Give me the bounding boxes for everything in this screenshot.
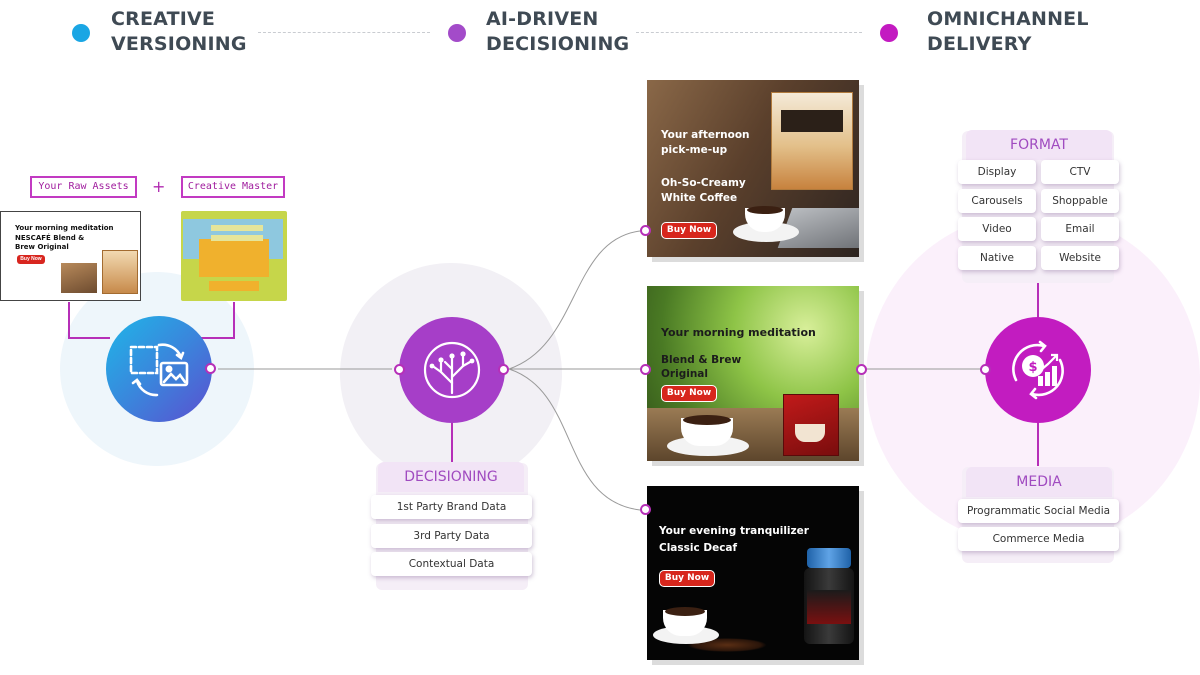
raw-ad-headline: Your morning meditation bbox=[15, 224, 114, 232]
format-item: Video bbox=[958, 217, 1036, 241]
raw-ad-product-line: NESCAFÉ Blend & bbox=[15, 234, 85, 242]
stage-title-line: AI-DRIVEN bbox=[486, 8, 599, 30]
ad-product: Original bbox=[661, 368, 708, 380]
media-item: Programmatic Social Media bbox=[958, 499, 1119, 523]
ad-1-input-port bbox=[640, 225, 651, 236]
template-block bbox=[199, 239, 269, 277]
pack-cup-print bbox=[795, 424, 825, 442]
decisioning-data-item: 1st Party Brand Data bbox=[371, 495, 532, 519]
decisioning-input-port bbox=[394, 364, 405, 375]
format-item: Display bbox=[958, 160, 1036, 184]
raw-asset-ad: Your morning meditation NESCAFÉ Blend & … bbox=[0, 211, 141, 301]
ad-2-output-port bbox=[856, 364, 867, 375]
saucer-image bbox=[733, 222, 799, 242]
ad-3-input-port bbox=[640, 504, 651, 515]
delivery-hub: $ bbox=[980, 317, 1091, 423]
stage-title: OMNICHANNEL DELIVERY bbox=[927, 7, 1117, 57]
stage-title-line: CREATIVE bbox=[111, 8, 216, 30]
ad-headline: pick-me-up bbox=[661, 144, 728, 156]
stage-title-line: VERSIONING bbox=[111, 33, 247, 55]
raw-ad-buy-button: Buy Now bbox=[17, 255, 45, 264]
stage-dot-blue bbox=[72, 24, 90, 42]
stage-title-line: DELIVERY bbox=[927, 33, 1032, 55]
raw-assets-label: Your Raw Assets bbox=[30, 176, 137, 198]
versioning-output-port bbox=[205, 363, 216, 374]
ad-creative-afternoon: Your afternoon pick-me-up Oh-So-Creamy W… bbox=[647, 80, 859, 257]
stage-title-line: DECISIONING bbox=[486, 33, 630, 55]
versioning-hub bbox=[106, 316, 216, 422]
ad-product: White Coffee bbox=[661, 192, 738, 204]
buy-now-button: Buy Now bbox=[661, 222, 717, 239]
template-block bbox=[211, 235, 263, 241]
decisioning-output-port bbox=[498, 364, 509, 375]
pack-band bbox=[781, 110, 843, 132]
product-pack-image bbox=[771, 92, 853, 190]
branch-to-ad-1 bbox=[508, 230, 641, 370]
stage-dot-purple bbox=[448, 24, 466, 42]
ad-product: Classic Decaf bbox=[659, 542, 738, 554]
decisioning-hub bbox=[394, 317, 509, 423]
stage-title-line: OMNICHANNEL bbox=[927, 8, 1089, 30]
template-block bbox=[211, 225, 263, 231]
coffee-surface bbox=[747, 206, 783, 214]
format-item: Website bbox=[1041, 246, 1119, 270]
creative-master-label: Creative Master bbox=[181, 176, 285, 198]
format-item: Email bbox=[1041, 217, 1119, 241]
format-item: CTV bbox=[1041, 160, 1119, 184]
delivery-input-port bbox=[980, 364, 991, 375]
product-pack-image bbox=[102, 250, 138, 294]
ad-product: Blend & Brew bbox=[661, 354, 742, 366]
format-item: Carousels bbox=[958, 189, 1036, 213]
format-item: Shoppable bbox=[1041, 189, 1119, 213]
header-divider bbox=[258, 32, 430, 33]
media-title: MEDIA bbox=[966, 467, 1112, 497]
coffee-table-image bbox=[61, 263, 97, 293]
ad-2-input-port bbox=[640, 364, 651, 375]
ad-creative-morning: Your morning meditation Blend & Brew Ori… bbox=[647, 286, 859, 461]
jar-label bbox=[807, 590, 851, 624]
ad-headline: Your morning meditation bbox=[661, 326, 816, 339]
ad-headline: Your afternoon bbox=[661, 129, 750, 141]
decisioning-title: DECISIONING bbox=[378, 462, 524, 492]
revenue-growth-icon: $ bbox=[1012, 340, 1064, 400]
decisioning-data-item: 3rd Party Data bbox=[371, 524, 532, 548]
ad-headline: Your evening tranquilizer bbox=[659, 525, 809, 537]
jar-lid bbox=[807, 548, 851, 568]
coffee-surface bbox=[683, 415, 731, 425]
header-divider bbox=[636, 32, 862, 33]
template-block bbox=[209, 281, 259, 291]
buy-now-button: Buy Now bbox=[659, 570, 715, 587]
raw-assets-connector bbox=[68, 302, 110, 339]
decision-tree-icon bbox=[423, 341, 481, 399]
raw-ad-product-line: Brew Original bbox=[15, 243, 69, 251]
plus-sign: + bbox=[152, 177, 166, 196]
stage-title: CREATIVE VERSIONING bbox=[111, 7, 301, 57]
branch-to-ad-3 bbox=[508, 368, 641, 511]
ad-creative-evening: Your evening tranquilizer Classic Decaf … bbox=[647, 486, 859, 660]
buy-now-button: Buy Now bbox=[661, 385, 717, 402]
decisioning-data-item: Contextual Data bbox=[371, 552, 532, 576]
stage-title: AI-DRIVEN DECISIONING bbox=[486, 7, 676, 57]
creative-master-template bbox=[181, 211, 287, 301]
master-connector bbox=[198, 302, 235, 339]
image-versioning-icon bbox=[129, 343, 189, 397]
format-item: Native bbox=[958, 246, 1036, 270]
ad-product: Oh-So-Creamy bbox=[661, 177, 746, 189]
coffee-surface bbox=[665, 607, 705, 616]
stage-dot-magenta bbox=[880, 24, 898, 42]
media-item: Commerce Media bbox=[958, 527, 1119, 551]
format-title: FORMAT bbox=[966, 130, 1112, 160]
svg-text:$: $ bbox=[1028, 360, 1037, 375]
